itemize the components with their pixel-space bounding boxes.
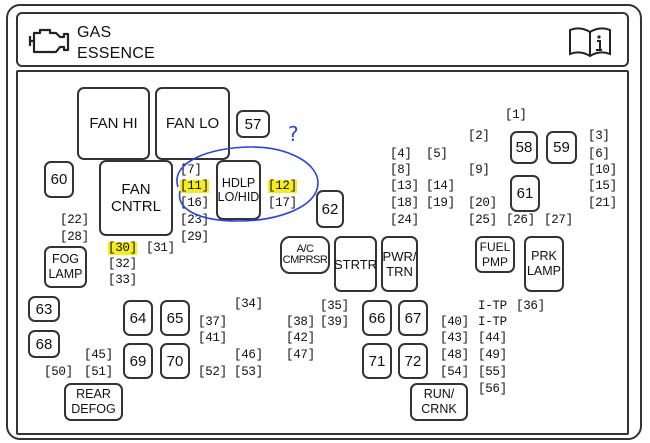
relay-69: 69 xyxy=(123,343,153,379)
fuse-35: [35] xyxy=(320,299,349,313)
fuse-24: [24] xyxy=(390,213,419,227)
fuse-31: [31] xyxy=(146,241,175,255)
fuse-27: [27] xyxy=(544,213,573,227)
fuse-44: [44] xyxy=(478,331,507,345)
header-title-gas: GAS xyxy=(77,24,112,41)
fuse-50: [50] xyxy=(44,365,73,379)
fuse-7: [7] xyxy=(180,163,202,177)
fuse-33: [33] xyxy=(108,273,137,287)
fuse-22: [22] xyxy=(60,213,89,227)
fuse-47: [47] xyxy=(286,348,315,362)
fuse-45: [45] xyxy=(84,348,113,362)
relay-72: 72 xyxy=(398,343,428,379)
fuse-46: [46] xyxy=(234,348,263,362)
fuse-53: [53] xyxy=(234,365,263,379)
fuse-16: [16] xyxy=(180,196,209,210)
fuse-39: [39] xyxy=(320,315,349,329)
fuse-37: [37] xyxy=(198,315,227,329)
relay-70: 70 xyxy=(160,343,190,379)
fuse-10: [10] xyxy=(588,163,617,177)
fuse-6: [6] xyxy=(588,147,610,161)
fuse-32: [32] xyxy=(108,257,137,271)
fuse-i-tp-1: I-TP xyxy=(478,299,507,313)
fuse-1: [1] xyxy=(505,108,527,122)
fuse-48: [48] xyxy=(440,348,469,362)
fuse-21: [21] xyxy=(588,196,617,210)
fuse-52: [52] xyxy=(198,365,227,379)
fuse-11-highlighted: [11] xyxy=(180,179,209,193)
fuse-40: [40] xyxy=(440,315,469,329)
fuse-36: [36] xyxy=(516,299,545,313)
relay-65: 65 xyxy=(160,300,190,336)
fuse-49: [49] xyxy=(478,348,507,362)
relay-60: 60 xyxy=(44,161,74,198)
fuse-box-outline xyxy=(6,4,642,440)
fuse-34: [34] xyxy=(234,297,263,311)
fan-hi-relay: FAN HI xyxy=(77,87,150,160)
relay-67: 67 xyxy=(398,300,428,336)
power-train-relay: PWR/ TRN xyxy=(381,236,418,292)
relay-63: 63 xyxy=(28,296,60,322)
relay-57: 57 xyxy=(236,110,270,138)
fuse-26: [26] xyxy=(506,213,535,227)
fuse-5: [5] xyxy=(426,147,448,161)
fuse-30-highlighted: [30] xyxy=(108,241,137,255)
fuse-2: [2] xyxy=(468,129,490,143)
fuse-9: [9] xyxy=(468,163,490,177)
fuse-layout-panel xyxy=(16,70,629,435)
fuse-29: [29] xyxy=(180,230,209,244)
header-title-essence: ESSENCE xyxy=(77,45,155,62)
fuse-42: [42] xyxy=(286,331,315,345)
relay-62: 62 xyxy=(316,190,344,228)
fog-lamp-relay: FOG LAMP xyxy=(44,246,87,288)
fuse-25: [25] xyxy=(468,213,497,227)
fuse-8: [8] xyxy=(390,163,412,177)
fuse-15: [15] xyxy=(588,179,617,193)
fuse-56: [56] xyxy=(478,382,507,396)
fuse-12-highlighted: [12] xyxy=(268,179,297,193)
fan-lo-relay: FAN LO xyxy=(155,87,230,160)
ac-compressor-relay: A/C CMPRSR xyxy=(280,236,330,274)
headlamp-lo-hid-relay: HDLP LO/HID xyxy=(216,160,261,220)
fuse-28: [28] xyxy=(60,230,89,244)
relay-66: 66 xyxy=(362,300,392,336)
fuse-38: [38] xyxy=(286,315,315,329)
engine-icon xyxy=(28,28,70,54)
fan-control-relay: FAN CNTRL xyxy=(99,160,173,236)
fuse-4: [4] xyxy=(390,147,412,161)
fuse-i-tp-2: I-TP xyxy=(478,315,507,329)
rear-defog-relay: REAR DEFOG xyxy=(64,383,123,421)
header-panel xyxy=(16,12,629,67)
handdrawn-circle-annotation xyxy=(176,146,319,222)
starter-relay: STRTR xyxy=(334,236,377,292)
fuse-54: [54] xyxy=(440,365,469,379)
fuse-13: [13] xyxy=(390,179,419,193)
fuse-14: [14] xyxy=(426,179,455,193)
run-crank-relay: RUN/ CRNK xyxy=(410,383,468,421)
fuel-pump-relay: FUEL PMP xyxy=(475,236,515,273)
relay-61: 61 xyxy=(510,175,540,212)
fuse-51: [51] xyxy=(84,365,113,379)
fuse-18: [18] xyxy=(390,196,419,210)
fuse-3: [3] xyxy=(588,129,610,143)
relay-58: 58 xyxy=(510,131,538,164)
park-lamp-relay: PRK LAMP xyxy=(524,236,564,292)
fuse-17: [17] xyxy=(268,196,297,210)
handdrawn-question-mark: ? xyxy=(288,122,299,146)
fuse-41: [41] xyxy=(198,331,227,345)
relay-68: 68 xyxy=(28,330,60,358)
fuse-20: [20] xyxy=(468,196,497,210)
relay-64: 64 xyxy=(123,300,153,336)
fuse-19: [19] xyxy=(426,196,455,210)
owner-manual-icon xyxy=(569,27,611,58)
fuse-55: [55] xyxy=(478,365,507,379)
fuse-43: [43] xyxy=(440,331,469,345)
relay-59: 59 xyxy=(546,131,577,164)
relay-71: 71 xyxy=(362,343,392,379)
